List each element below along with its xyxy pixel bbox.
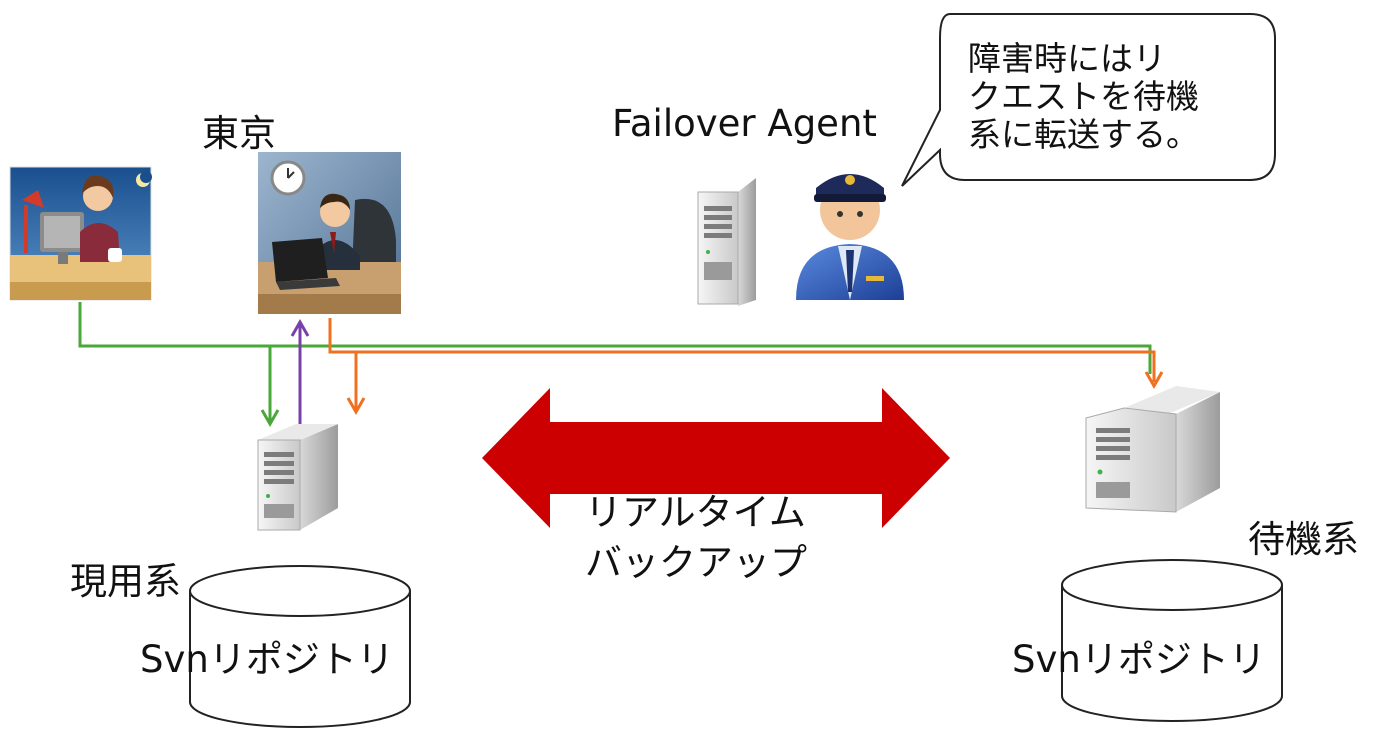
primary-server-icon <box>257 424 338 531</box>
failover-agent-label: Failover Agent <box>612 104 877 145</box>
standby-server-icon <box>1085 386 1220 513</box>
purple-connection <box>290 318 310 440</box>
callout-bubble <box>901 13 1276 187</box>
backup-text: リアルタイム バックアップ <box>585 488 807 588</box>
primary-repository-label: Svnリポジトリ <box>140 638 394 681</box>
backup-line-2: バックアップ <box>585 541 807 584</box>
businessman-at-laptop-icon <box>258 152 401 314</box>
police-officer-icon <box>796 174 904 300</box>
woman-at-desk-icon <box>9 166 152 301</box>
primary-repository-icon <box>189 565 411 728</box>
standby-repository-icon <box>1061 559 1283 722</box>
callout-line-3: 系に転送する。 <box>968 115 1199 154</box>
green-connection <box>78 302 1152 428</box>
orange-connection <box>328 318 1164 416</box>
tokyo-label: 東京 <box>202 112 276 155</box>
callout-text: 障害時にはリ クエストを待機 系に転送する。 <box>968 40 1248 154</box>
callout-line-1: 障害時にはリ <box>968 39 1166 78</box>
callout-line-2: クエストを待機 <box>968 77 1199 116</box>
agent-server-icon <box>697 178 756 306</box>
backup-line-1: リアルタイム <box>585 491 806 534</box>
primary-system-label: 現用系 <box>70 560 181 603</box>
standby-repository-label: Svnリポジトリ <box>1012 638 1266 681</box>
realtime-backup-arrow <box>482 388 950 528</box>
standby-system-label: 待機系 <box>1248 518 1359 561</box>
